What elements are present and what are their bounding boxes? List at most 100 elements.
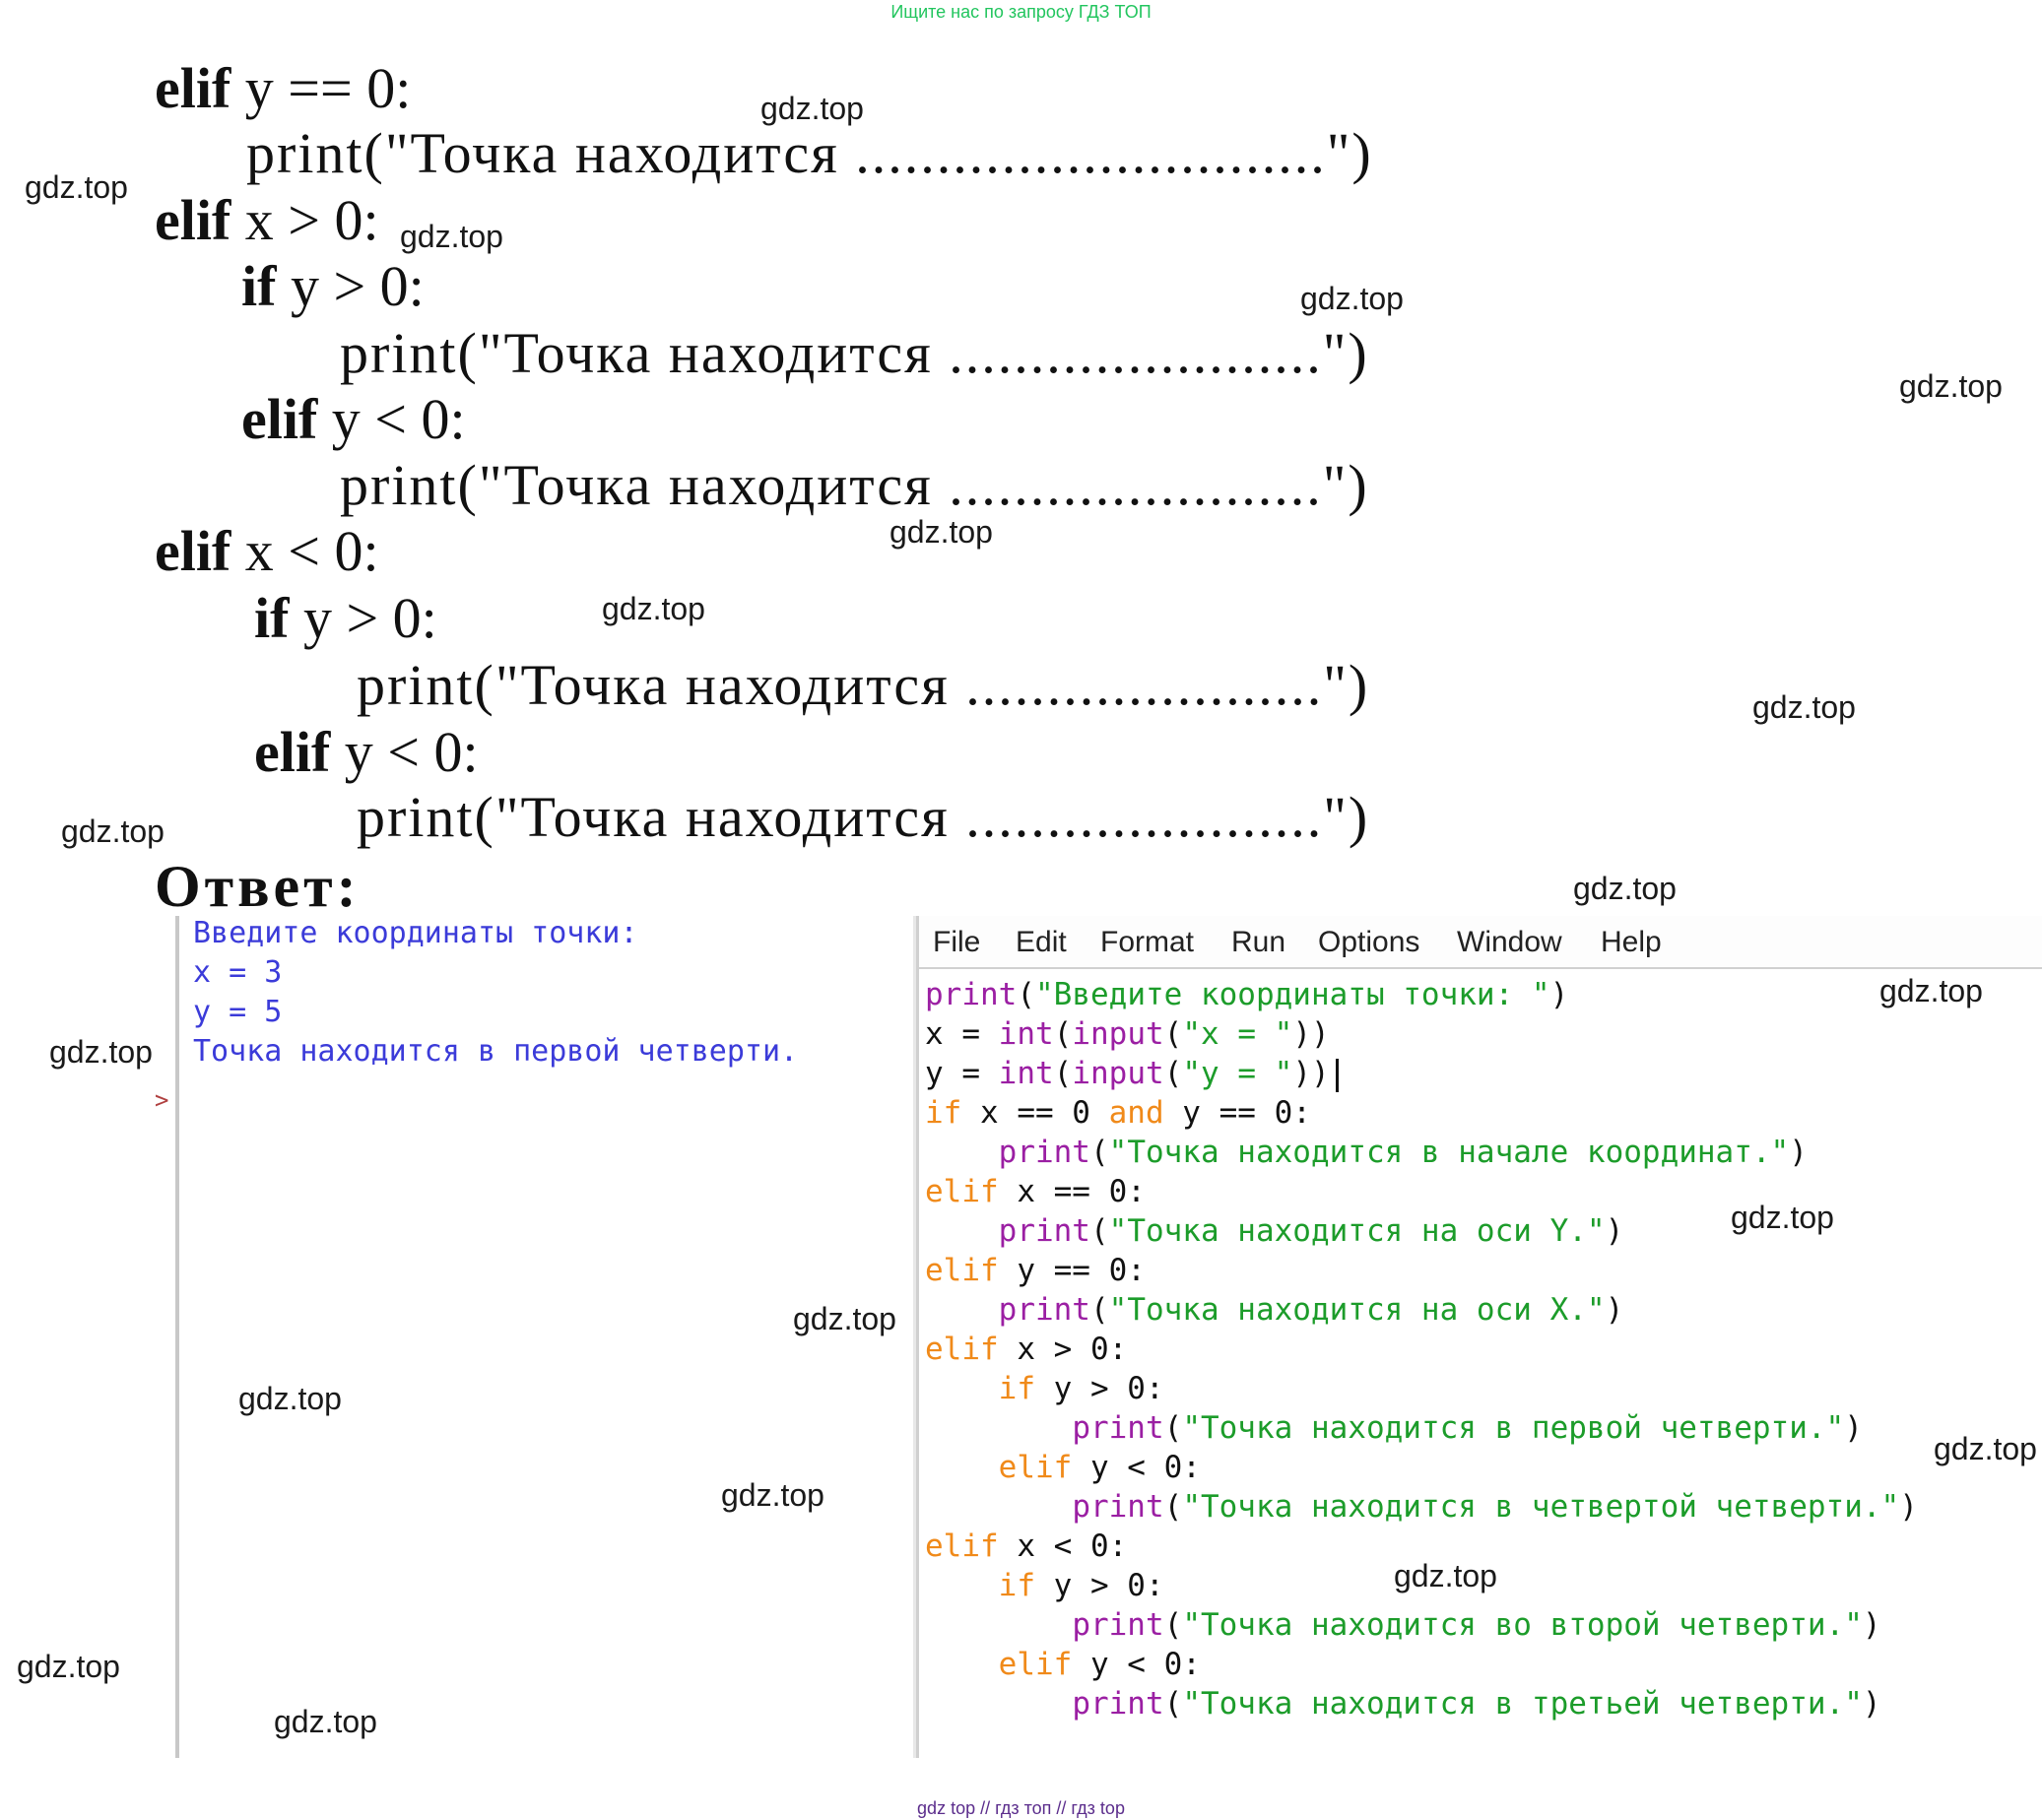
menu-options[interactable]: Options bbox=[1318, 926, 1420, 958]
code-token: y == 0: bbox=[1163, 1095, 1311, 1131]
code-token: elif bbox=[925, 1528, 999, 1564]
code-token: ) bbox=[1605, 1213, 1624, 1249]
editor-code-line: print("Точка находится в первой четверти… bbox=[925, 1410, 1863, 1446]
code-token bbox=[925, 1410, 1072, 1446]
code-text: y > 0: bbox=[289, 586, 437, 650]
textbook-code-line: print("Точка находится .................… bbox=[340, 454, 1369, 517]
editor-code-line: x = int(input("x = ")) bbox=[925, 1016, 1330, 1052]
code-token: y == 0: bbox=[998, 1253, 1146, 1288]
code-token: elif bbox=[925, 1174, 999, 1209]
code-token: ) bbox=[1844, 1410, 1863, 1446]
menu-window[interactable]: Window bbox=[1457, 926, 1562, 958]
editor-code-line: elif x > 0: bbox=[925, 1332, 1127, 1367]
shell-output-line: Введите координаты точки: bbox=[193, 916, 638, 950]
answer-label: Ответ: bbox=[155, 854, 361, 919]
code-token: print bbox=[1072, 1607, 1164, 1643]
code-token bbox=[925, 1568, 999, 1603]
textbook-code-line: if y > 0: bbox=[254, 587, 437, 650]
watermark-text: gdz.top bbox=[1752, 689, 1856, 725]
textbook-code-line: elif y < 0: bbox=[254, 721, 479, 784]
code-token: print bbox=[925, 977, 1018, 1012]
code-token: print bbox=[1072, 1410, 1164, 1446]
code-token: and bbox=[1108, 1095, 1164, 1131]
watermark-text: gdz.top bbox=[1394, 1558, 1497, 1593]
code-token: ( bbox=[1163, 1016, 1183, 1052]
code-token: if bbox=[998, 1568, 1035, 1603]
textbook-code-line: elif y == 0: bbox=[155, 57, 411, 120]
code-token: print bbox=[1072, 1686, 1164, 1722]
menu-file[interactable]: File bbox=[933, 926, 981, 958]
code-token: ( bbox=[1163, 1686, 1183, 1722]
code-token: y < 0: bbox=[1072, 1647, 1201, 1682]
code-token bbox=[925, 1371, 999, 1406]
editor-code-line: print("Точка находится в начале координа… bbox=[925, 1135, 1808, 1170]
shell-prompt: > bbox=[155, 1086, 169, 1114]
editor-code-line: if y > 0: bbox=[925, 1568, 1164, 1603]
code-token: print bbox=[998, 1135, 1090, 1170]
code-keyword: elif bbox=[155, 519, 231, 583]
code-token: "Введите координаты точки: " bbox=[1035, 977, 1550, 1012]
watermark-text: gdz.top bbox=[721, 1477, 824, 1513]
code-token: )) bbox=[1292, 1056, 1330, 1091]
code-token: ) bbox=[1862, 1607, 1881, 1643]
code-token: ( bbox=[1163, 1056, 1183, 1091]
watermark-text: gdz.top bbox=[793, 1301, 896, 1336]
shell-output-line: y = 5 bbox=[193, 995, 283, 1029]
code-token: ) bbox=[1605, 1292, 1624, 1328]
shell-output-line: x = 3 bbox=[193, 955, 283, 990]
code-token: )) bbox=[1292, 1016, 1330, 1052]
editor-code-line: print("Введите координаты точки: ") bbox=[925, 977, 1568, 1012]
code-token bbox=[925, 1213, 999, 1249]
code-token bbox=[925, 1292, 999, 1328]
code-token: y = bbox=[925, 1056, 999, 1091]
code-token: ( bbox=[1053, 1056, 1073, 1091]
menu-bar: File Edit Format Run Options Window Help bbox=[919, 916, 2042, 969]
code-token: "Точка находится на оси Y." bbox=[1108, 1213, 1606, 1249]
code-token: input bbox=[1072, 1016, 1164, 1052]
code-token: x > 0: bbox=[998, 1332, 1128, 1367]
watermark-text: gdz.top bbox=[17, 1649, 120, 1684]
code-token: ( bbox=[1163, 1607, 1183, 1643]
menu-format[interactable]: Format bbox=[1100, 926, 1195, 958]
menu-help[interactable]: Help bbox=[1601, 926, 1662, 958]
watermark-text: gdz.top bbox=[889, 514, 993, 550]
code-text: y < 0: bbox=[330, 720, 479, 784]
editor-code-line: if y > 0: bbox=[925, 1371, 1164, 1406]
code-text: y == 0: bbox=[231, 56, 412, 120]
editor-code-line: print("Точка находится во второй четверт… bbox=[925, 1607, 1881, 1643]
menu-run[interactable]: Run bbox=[1231, 926, 1286, 958]
text-cursor bbox=[1335, 1058, 1339, 1092]
code-text: y < 0: bbox=[317, 387, 466, 451]
code-token: y > 0: bbox=[1034, 1371, 1164, 1406]
code-token: elif bbox=[998, 1647, 1073, 1682]
code-token: ( bbox=[1163, 1410, 1183, 1446]
textbook-code-line: elif y < 0: bbox=[241, 388, 466, 451]
code-token bbox=[925, 1647, 999, 1682]
textbook-code-line: elif x < 0: bbox=[155, 520, 379, 583]
code-token: if bbox=[925, 1095, 962, 1131]
code-token bbox=[925, 1450, 999, 1485]
editor-code-line: print("Точка находится в третьей четверт… bbox=[925, 1686, 1880, 1722]
textbook-code-line: print("Точка находится .................… bbox=[340, 322, 1369, 385]
code-editor[interactable]: File Edit Format Run Options Window Help… bbox=[916, 916, 2042, 1758]
textbook-code-line: elif x > 0: bbox=[155, 189, 379, 252]
code-token: "Точка находится на оси X." bbox=[1108, 1292, 1606, 1328]
code-token: elif bbox=[998, 1450, 1073, 1485]
watermark-text: gdz.top bbox=[25, 169, 128, 205]
code-token: "Точка находится в третьей четверти." bbox=[1182, 1686, 1863, 1722]
code-token: y > 0: bbox=[1034, 1568, 1164, 1603]
code-token: elif bbox=[925, 1332, 999, 1367]
code-text: x > 0: bbox=[231, 188, 379, 252]
watermark-text: gdz.top bbox=[1573, 871, 1677, 906]
code-token: x == 0: bbox=[998, 1174, 1146, 1209]
editor-code-line: if x == 0 and y == 0: bbox=[925, 1095, 1311, 1131]
code-text: x < 0: bbox=[231, 519, 379, 583]
code-text: print("Точка находится .................… bbox=[357, 653, 1370, 717]
watermark-text: gdz.top bbox=[49, 1034, 153, 1070]
code-text: print("Точка находится .................… bbox=[340, 321, 1369, 385]
textbook-code-line: print("Точка находится .................… bbox=[357, 786, 1369, 849]
textbook-code-line: print("Точка находится .................… bbox=[357, 654, 1369, 717]
menu-edit[interactable]: Edit bbox=[1016, 926, 1067, 958]
top-banner: Ищите нас по запросу ГДЗ ТОП bbox=[890, 2, 1152, 22]
bottom-banner: gdz top // гдз топ // гдз top bbox=[917, 1798, 1125, 1818]
